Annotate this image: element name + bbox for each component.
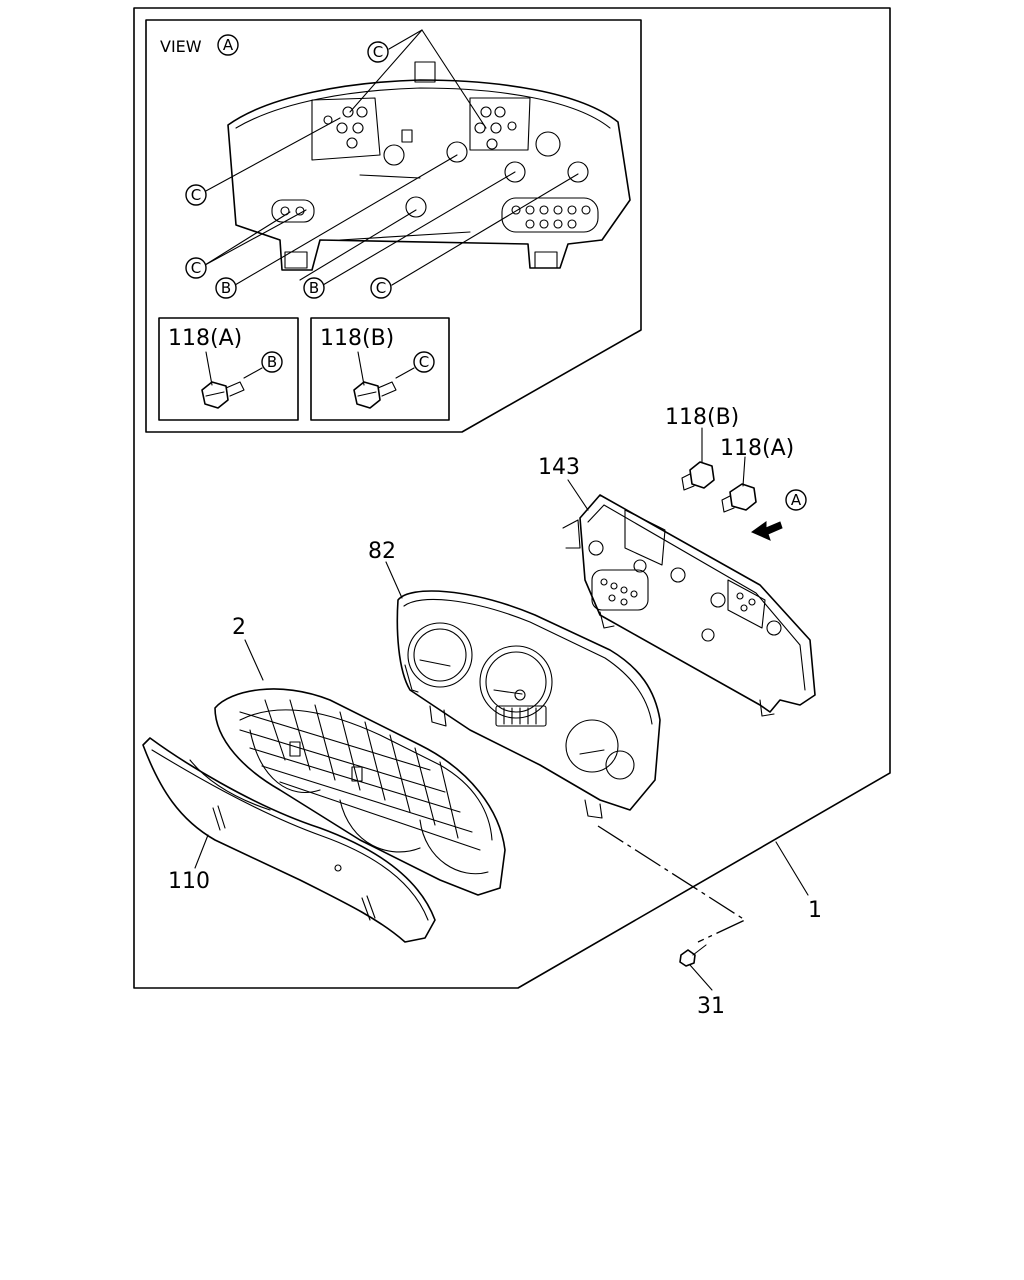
leader-1 <box>775 841 809 896</box>
leader-31 <box>689 964 713 991</box>
part-label-110: 110 <box>168 869 210 894</box>
inset-118b-frame <box>310 317 450 421</box>
inset-118a-label: 118(A) <box>168 326 242 351</box>
callout-circle <box>303 277 325 299</box>
callout-circle <box>185 184 207 206</box>
view-ref-letter: A <box>223 36 234 54</box>
inset-118a-ref-circle <box>261 351 283 373</box>
callout-letter: C <box>191 259 201 277</box>
inset-118b-ref-letter: C <box>419 353 429 371</box>
view-ref-circle <box>217 34 239 56</box>
cluster-rear-view <box>227 61 631 271</box>
leader-2 <box>244 639 264 681</box>
arrow-ref-circle <box>785 489 807 511</box>
leader-110 <box>194 834 209 869</box>
inset-118b-label: 118(B) <box>320 326 394 351</box>
leader-118a <box>742 456 746 487</box>
callout-letter: C <box>376 279 386 297</box>
view-a-frame <box>145 19 642 433</box>
part-label-31: 31 <box>697 994 725 1019</box>
inset-118b-ref-circle <box>413 351 435 373</box>
callout-letter: C <box>191 186 201 204</box>
part-110-hood <box>142 737 436 943</box>
bulb-socket-icon <box>201 381 245 409</box>
view-callouts: C C C B B C <box>185 41 392 299</box>
bulb-118a-icon <box>721 483 757 513</box>
callout-letter: C <box>373 43 383 61</box>
part-82-gauge-panel <box>396 590 661 819</box>
callout-letter: B <box>309 279 319 297</box>
view-direction-arrow-icon <box>750 521 783 541</box>
inset-118a-ref-letter: B <box>267 353 277 371</box>
assembly-frame <box>133 7 891 989</box>
leader-143 <box>567 479 589 511</box>
part-label-118b: 118(B) <box>665 405 739 430</box>
callout-circle <box>367 41 389 63</box>
callout-circle <box>370 277 392 299</box>
part-label-2: 2 <box>232 615 246 640</box>
part-label-118a: 118(A) <box>720 436 794 461</box>
inset-118a-frame <box>158 317 299 421</box>
callout-letter: B <box>221 279 231 297</box>
assembly-dashed-line <box>597 825 747 943</box>
part-label-82: 82 <box>368 539 396 564</box>
part-143-rear-case <box>562 494 816 717</box>
callout-circle <box>185 257 207 279</box>
arrow-ref-letter: A <box>791 491 802 509</box>
callout-circle <box>215 277 237 299</box>
part-label-1: 1 <box>808 898 822 923</box>
screw-icon <box>679 944 707 967</box>
bulb-118b-icon <box>681 461 715 491</box>
part-2-lens-grid <box>214 688 506 896</box>
leader-82 <box>385 561 403 599</box>
part-label-143: 143 <box>538 455 580 480</box>
bulb-socket-icon <box>353 381 397 409</box>
view-leaders <box>203 29 579 286</box>
view-label: VIEW <box>160 37 202 56</box>
